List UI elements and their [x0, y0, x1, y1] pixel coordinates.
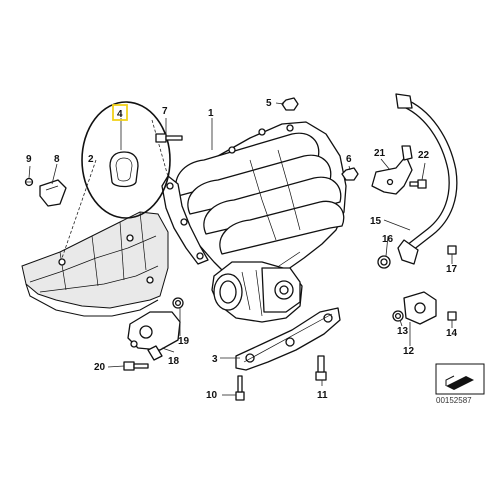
callout-21[interactable]: 21 — [374, 148, 386, 159]
callout-3[interactable]: 3 — [212, 354, 218, 365]
callout-18[interactable]: 18 — [168, 356, 180, 367]
screw-part-9[interactable] — [24, 177, 34, 187]
bracket-part-3[interactable] — [235, 307, 341, 371]
vent-hose-part-15[interactable] — [395, 93, 458, 265]
callout-highlight — [112, 104, 128, 121]
callout-20[interactable]: 20 — [94, 362, 106, 373]
callout-2[interactable]: 2 — [88, 154, 94, 165]
bolt-part-20[interactable] — [123, 361, 149, 371]
callout-1[interactable]: 1 — [208, 108, 214, 119]
callout-4[interactable]: 4 — [117, 109, 123, 120]
screw-part-14[interactable] — [447, 311, 457, 321]
nut-part-5[interactable] — [281, 97, 299, 111]
leader-lines — [28, 102, 453, 396]
callout-22[interactable]: 22 — [418, 150, 430, 161]
callout-6[interactable]: 6 — [346, 154, 352, 165]
callout-19[interactable]: 19 — [178, 336, 190, 347]
seal-ring-part-19[interactable] — [172, 297, 184, 309]
callout-11[interactable]: 11 — [317, 390, 328, 401]
intake-manifold-part-1[interactable] — [161, 121, 347, 285]
reference-code: 00152587 — [436, 396, 472, 405]
sensor-part-18[interactable] — [127, 311, 181, 361]
callout-13[interactable]: 13 — [397, 326, 409, 337]
nut-part-6[interactable] — [341, 167, 359, 181]
callout-16[interactable]: 16 — [382, 234, 394, 245]
gasket-part-4[interactable] — [81, 101, 171, 219]
callout-17[interactable]: 17 — [446, 264, 458, 275]
callout-5[interactable]: 5 — [266, 98, 272, 109]
callout-7[interactable]: 7 — [162, 106, 168, 117]
valve-part-12[interactable] — [403, 291, 437, 325]
callout-15[interactable]: 15 — [370, 216, 382, 227]
screw-part-17[interactable] — [447, 245, 457, 255]
bolt-part-11[interactable] — [315, 355, 327, 381]
seal-part-13[interactable] — [392, 310, 404, 322]
clip-part-8[interactable] — [39, 179, 67, 207]
callout-10[interactable]: 10 — [206, 390, 218, 401]
callout-8[interactable]: 8 — [54, 154, 60, 165]
callout-14[interactable]: 14 — [446, 328, 458, 339]
callout-9[interactable]: 9 — [26, 154, 32, 165]
o-ring-part-16[interactable] — [377, 255, 391, 269]
reference-box: 00152587 — [435, 363, 485, 405]
bolt-part-10[interactable] — [235, 375, 245, 401]
callout-labels: 1 2 3 4 5 6 7 8 9 10 11 12 13 14 15 16 1… — [26, 98, 458, 401]
screw-part-22[interactable] — [409, 179, 427, 189]
bracket-part-21[interactable] — [371, 145, 413, 195]
heat-shield-part-2[interactable] — [21, 211, 169, 317]
callout-12[interactable]: 12 — [403, 346, 415, 357]
throttle-body-assembly[interactable] — [211, 261, 303, 323]
bolt-part-7[interactable] — [155, 133, 183, 143]
